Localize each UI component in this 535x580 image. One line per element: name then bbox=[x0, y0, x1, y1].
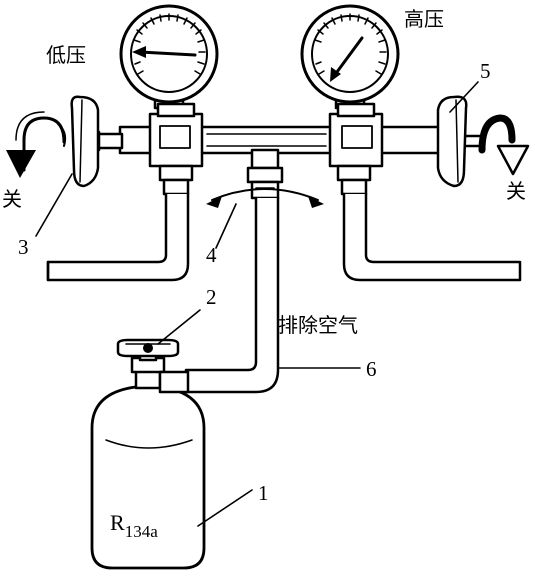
low-pressure-valve-handle bbox=[70, 95, 124, 188]
cylinder-label-sub: 134a bbox=[125, 522, 159, 541]
cylinder-label: R134a bbox=[110, 510, 158, 541]
close-right-label: 关 bbox=[506, 179, 526, 203]
leader-lines bbox=[35, 81, 479, 527]
rotation-arrows bbox=[6, 111, 530, 208]
high-pressure-gauge bbox=[300, 4, 400, 110]
cylinder-label-main: R bbox=[110, 510, 125, 535]
purge-air-label: 排除空气 bbox=[278, 313, 358, 337]
callout-4: 4 bbox=[206, 243, 217, 267]
high-pressure-valve-handle bbox=[436, 95, 484, 188]
callout-2: 2 bbox=[206, 285, 217, 309]
hoses bbox=[46, 192, 522, 394]
callout-5: 5 bbox=[480, 59, 491, 83]
refrigerant-cylinder bbox=[90, 338, 206, 570]
callout-3: 3 bbox=[18, 235, 29, 259]
manifold-body bbox=[118, 102, 442, 200]
low-pressure-label: 低压 bbox=[46, 43, 86, 67]
low-pressure-gauge bbox=[119, 4, 219, 110]
callout-6: 6 bbox=[366, 357, 377, 381]
close-left-label: 关 bbox=[2, 187, 22, 211]
callout-1: 1 bbox=[258, 481, 269, 505]
high-pressure-label: 高压 bbox=[404, 7, 444, 31]
